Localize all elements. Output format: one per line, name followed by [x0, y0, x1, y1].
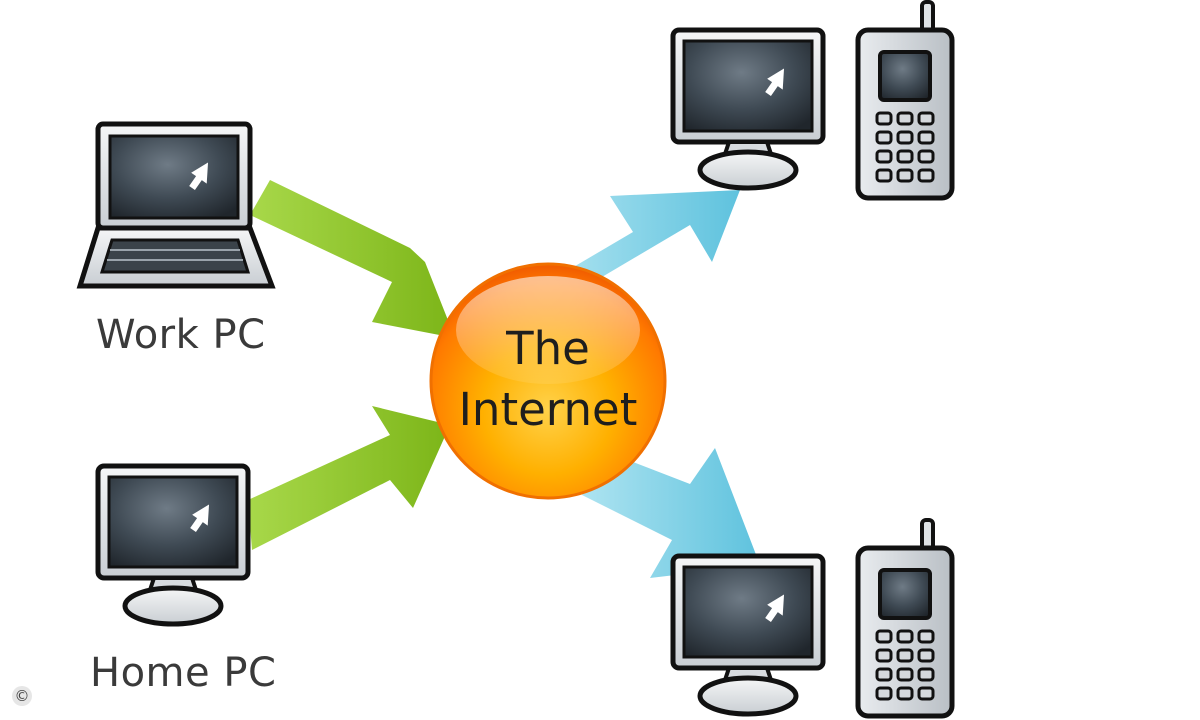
mobile-phone-icon: [858, 520, 952, 716]
arrow-in-home: [248, 406, 450, 550]
hub-label-line1: The: [506, 322, 590, 375]
arrow-out-top: [548, 190, 740, 290]
copyright-icon: ©: [12, 686, 32, 706]
arrow-out-bottom: [582, 448, 760, 578]
mobile-phone-icon: [858, 2, 952, 198]
hub-label-line2: Internet: [458, 383, 638, 436]
desktop-monitor-icon: [673, 556, 823, 714]
arrow-in-work: [250, 180, 455, 338]
internet-hub: [429, 262, 667, 500]
desktop-monitor-icon: [98, 466, 248, 624]
home-pc-label: Home PC: [90, 650, 277, 696]
work-pc-label: Work PC: [96, 312, 266, 358]
laptop-icon: [76, 121, 276, 289]
desktop-monitor-icon: [673, 30, 823, 188]
